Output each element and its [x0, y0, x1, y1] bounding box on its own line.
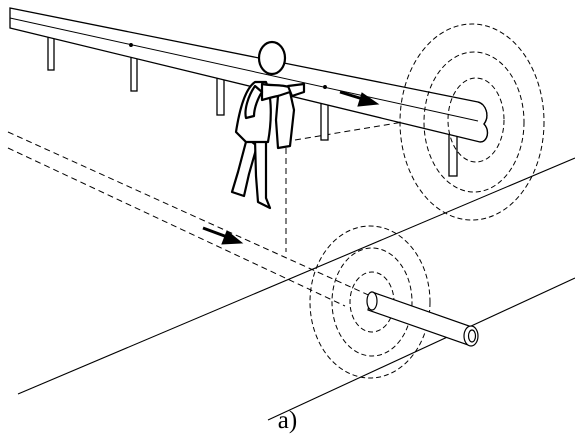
pipe-start — [366, 291, 378, 311]
dashed-line-lower — [7, 147, 346, 307]
direction-arrow-icon — [202, 90, 380, 245]
person-head — [257, 40, 287, 76]
field-ring-middle — [423, 51, 525, 193]
person-leg-front — [253, 138, 272, 210]
guardrail-groove — [9, 17, 479, 122]
guardrail-bolt — [323, 85, 327, 89]
field-ring-outer — [399, 23, 545, 221]
road-edge-near — [17, 157, 575, 395]
pipe-body — [367, 291, 473, 346]
guardrail-post — [47, 35, 55, 71]
pipe-end-inner — [467, 329, 477, 343]
guardrail-icon — [9, 7, 489, 143]
arrow-upper-head — [357, 92, 380, 107]
dashed-signal-line — [294, 119, 416, 141]
buried-pipe-icon — [366, 291, 479, 347]
detector-device — [274, 90, 296, 150]
person-with-detector-icon — [230, 40, 306, 210]
pipe-field-ring-middle — [331, 247, 413, 357]
arrow-lower-head — [221, 230, 244, 245]
guardrail-posts — [47, 35, 458, 177]
detector-handle — [286, 82, 306, 98]
magnetic-field-rings-icon — [399, 23, 545, 221]
dashed-line-upper — [7, 131, 376, 299]
road-edge-far — [267, 277, 575, 421]
road-edges — [17, 157, 575, 421]
figure-caption: a) — [278, 407, 297, 434]
person-leg-back — [230, 136, 259, 198]
guardrail-end — [477, 101, 489, 143]
guardrail-bolt — [129, 43, 133, 47]
person-arm-back — [244, 84, 264, 120]
pipe-field-ring-outer — [309, 225, 431, 379]
ground-dashed-lines — [7, 119, 416, 307]
field-ring-inner — [447, 77, 505, 163]
